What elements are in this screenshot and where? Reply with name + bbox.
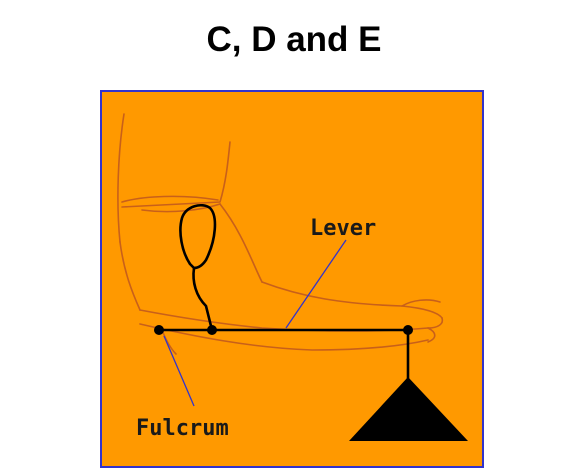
effort-point	[207, 325, 217, 335]
slide-title: C, D and E	[206, 20, 382, 59]
fulcrum-label: Fulcrum	[136, 416, 229, 441]
fulcrum-leader-line	[163, 335, 195, 407]
lever-label: Lever	[310, 216, 376, 241]
fulcrum-point	[154, 325, 164, 335]
tendon-line	[192, 266, 214, 332]
lever-leader-line	[285, 239, 347, 329]
lever-diagram: Lever Fulcrum	[100, 90, 484, 468]
load-point	[403, 325, 413, 335]
load-weight-icon	[349, 377, 468, 441]
muscle-icon	[179, 204, 217, 270]
